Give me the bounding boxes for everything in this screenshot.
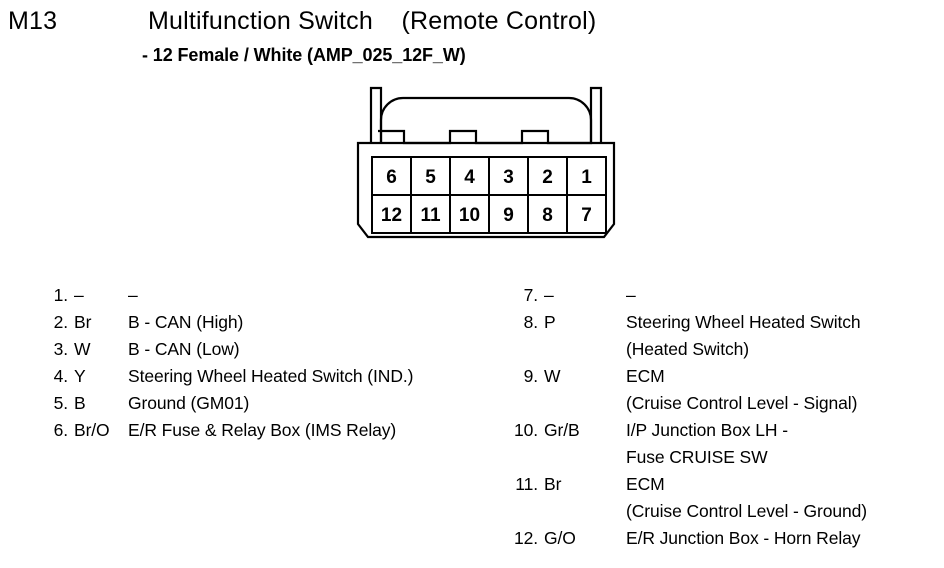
pin-description: Steering Wheel Heated Switch (IND.): [128, 366, 414, 386]
pin-row: 10. Gr/B I/P Junction Box LH - Fuse CRUI…: [508, 417, 944, 471]
pin-cell-7: 7: [581, 205, 592, 226]
pin-number: 11.: [515, 474, 538, 494]
pin-number: 8.: [523, 312, 539, 332]
pin-description: Steering Wheel Heated Switch: [626, 312, 861, 332]
pin-row: 8. P Steering Wheel Heated Switch (Heate…: [508, 309, 944, 363]
pin-row: 3. W B - CAN (Low): [14, 336, 504, 363]
pin-description-line2: (Heated Switch): [626, 339, 749, 359]
pin-row: 5. B Ground (GM01): [14, 390, 504, 417]
pin-number: 10.: [513, 420, 538, 440]
pin-number: 9.: [523, 366, 539, 386]
pin-row: 4. Y Steering Wheel Heated Switch (IND.): [14, 363, 504, 390]
pin-description: B - CAN (Low): [128, 339, 240, 359]
pin-cell-10: 10: [459, 205, 480, 226]
pin-description-line2: (Cruise Control Level - Ground): [626, 501, 868, 521]
pin-description: E/R Fuse & Relay Box (IMS Relay): [128, 420, 397, 440]
pin-row: 2. Br B - CAN (High): [14, 309, 504, 336]
pin-number: 3.: [53, 339, 69, 359]
pin-row: 1. – –: [14, 282, 504, 309]
pin-number: 1.: [53, 285, 69, 305]
pin-cell-8: 8: [542, 205, 553, 226]
pin-description: B - CAN (High): [128, 312, 244, 332]
pin-number: 12.: [513, 528, 538, 548]
pin-row: 9. W ECM (Cruise Control Level - Signal): [508, 363, 944, 417]
pin-color: Br: [74, 312, 92, 332]
pin-color: Br/O: [74, 420, 110, 440]
connector-diagram: 6 5 4 3 2 1 12 11 10 9 8 7: [352, 84, 620, 246]
pin-color: P: [544, 312, 556, 332]
pin-description: E/R Junction Box - Horn Relay: [626, 528, 861, 548]
pin-description-line2: Fuse CRUISE SW: [626, 447, 768, 467]
pin-description: I/P Junction Box LH -: [626, 420, 788, 440]
pin-description: –: [626, 285, 636, 305]
pin-row: 11. Br ECM (Cruise Control Level - Groun…: [508, 471, 944, 525]
pin-row: 7. – –: [508, 282, 944, 309]
pin-cell-1: 1: [581, 167, 592, 188]
pin-cell-11: 11: [420, 205, 441, 226]
pin-list-left: 1. – – 2. Br B - CAN (High) 3. W B - CAN…: [14, 282, 504, 444]
pin-description-line2: (Cruise Control Level - Signal): [626, 393, 858, 413]
pin-number: 7.: [523, 285, 539, 305]
pin-cell-2: 2: [542, 167, 553, 188]
pin-number: 6.: [53, 420, 69, 440]
pin-color: Y: [74, 366, 86, 386]
pin-cell-12: 12: [381, 205, 402, 226]
pin-color: B: [74, 393, 86, 413]
connector-subtitle: - 12 Female / White (AMP_025_12F_W): [142, 45, 466, 65]
pin-row: 6. Br/O E/R Fuse & Relay Box (IMS Relay): [14, 417, 504, 444]
pin-number: 5.: [53, 393, 69, 413]
pin-color: Br: [544, 474, 562, 494]
pin-color: Gr/B: [544, 420, 580, 440]
pin-number: 4.: [53, 366, 69, 386]
pin-cell-4: 4: [464, 167, 475, 188]
pin-cell-9: 9: [503, 205, 514, 226]
pin-description: ECM: [626, 474, 665, 494]
pin-cell-3: 3: [503, 167, 514, 188]
pin-color: W: [74, 339, 91, 359]
pin-color: –: [74, 285, 84, 305]
pin-description: –: [128, 285, 138, 305]
pin-number: 2.: [53, 312, 69, 332]
pin-color: G/O: [544, 528, 576, 548]
pin-cell-6: 6: [386, 167, 397, 188]
pin-color: –: [544, 285, 554, 305]
connector-code: M13: [8, 7, 58, 35]
pin-list-right: 7. – – 8. P Steering Wheel Heated Switch…: [508, 282, 944, 552]
pin-description: ECM: [626, 366, 665, 386]
pin-color: W: [544, 366, 561, 386]
page-title: Multifunction Switch (Remote Control): [148, 7, 597, 35]
pin-description: Ground (GM01): [128, 393, 250, 413]
pin-row: 12. G/O E/R Junction Box - Horn Relay: [508, 525, 944, 552]
pin-cell-5: 5: [425, 167, 436, 188]
